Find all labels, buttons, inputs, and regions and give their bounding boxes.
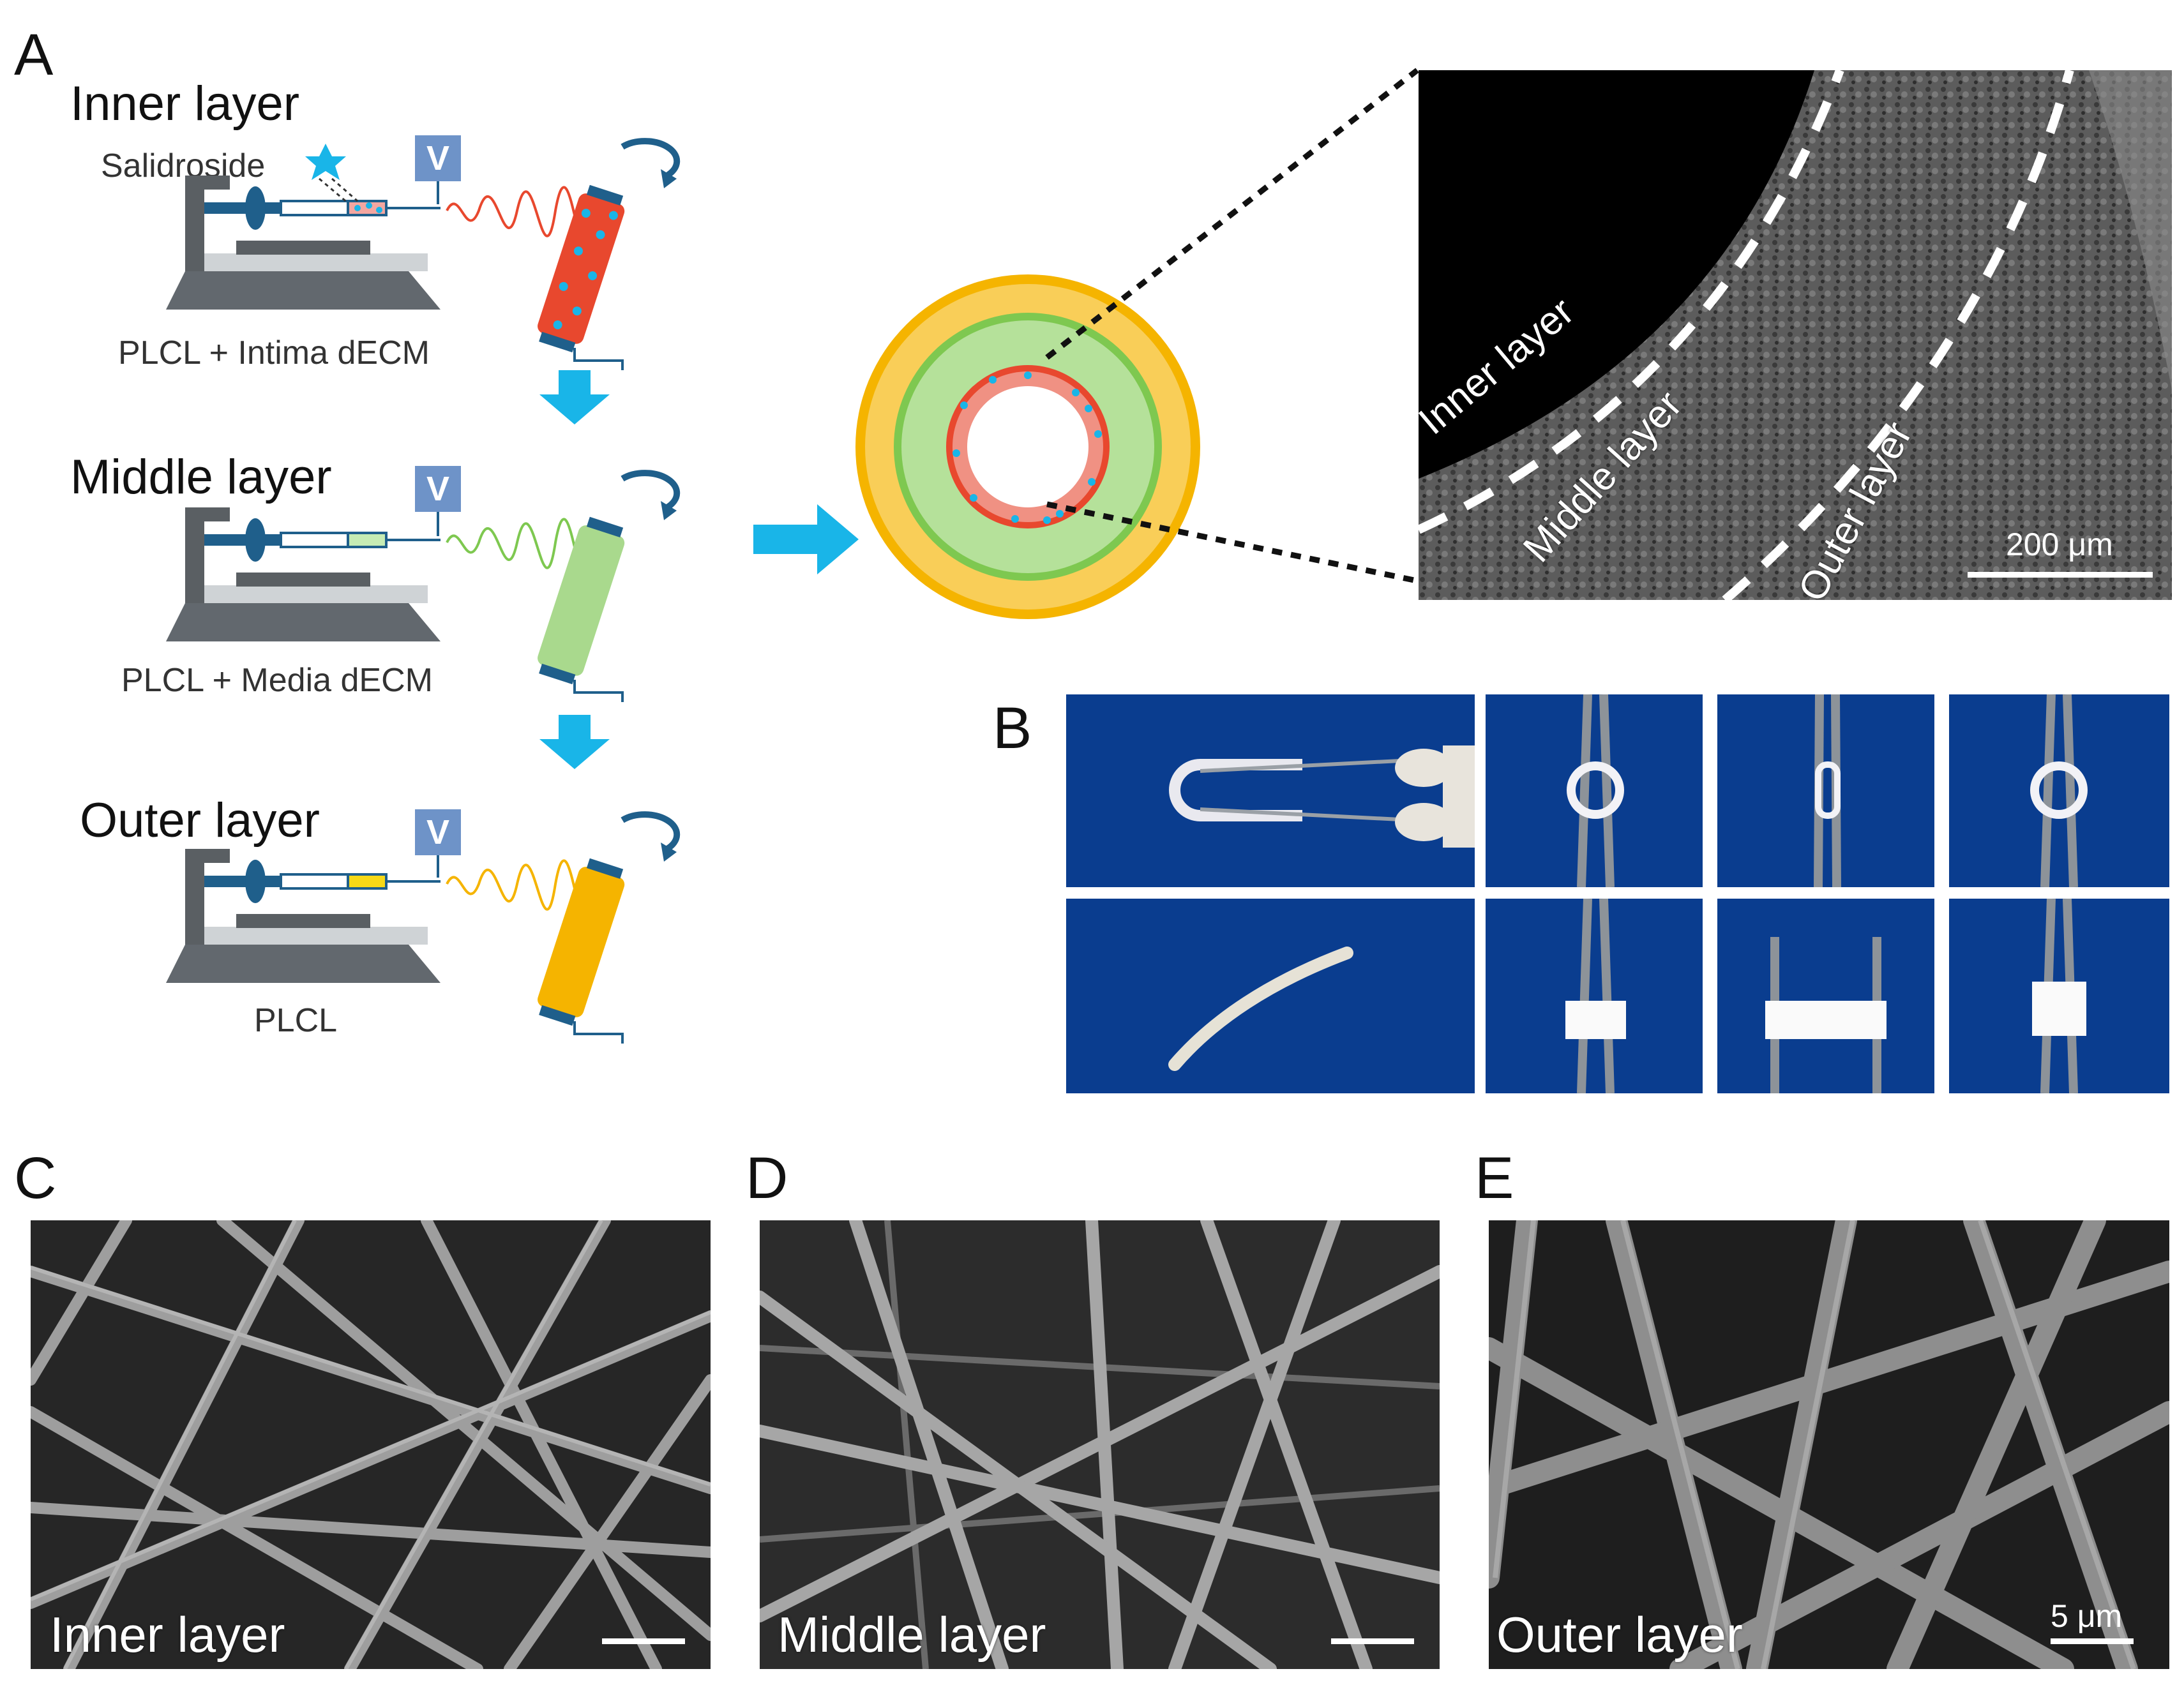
photo-ring-compressed: [1717, 694, 1934, 887]
photo-graft-bent-tweezers: [1066, 694, 1475, 887]
zoom-lines: [1045, 68, 1419, 584]
sem-label-inner-c: Inner layer: [50, 1606, 285, 1663]
down-arrow-icon: [539, 370, 610, 424]
panel-label-c: C: [14, 1146, 57, 1211]
collector-middle: [538, 516, 625, 685]
salidroside-label: Salidroside: [101, 147, 266, 184]
photo-ring-recovered: [1949, 694, 2169, 887]
sem-label-outer-e: Outer layer: [1496, 1606, 1743, 1663]
voltage-symbol: V: [426, 470, 450, 508]
collector-outer: [538, 858, 625, 1026]
collector-inner: [538, 184, 625, 353]
inner-caption: PLCL + Intima dECM: [118, 334, 430, 371]
spinner-machine-inner: [165, 174, 442, 311]
right-arrow-icon: [753, 504, 859, 574]
panel-label-d: D: [746, 1146, 788, 1211]
voltage-box-inner: V: [415, 135, 461, 181]
spinner-machine-outer: [165, 848, 442, 984]
photo-graft-tube: [1066, 899, 1475, 1093]
salidroside-star-icon: [305, 144, 346, 180]
photo-tube-held-3: [1949, 899, 2169, 1093]
inner-layer-title: Inner layer: [70, 77, 300, 131]
scale-label: 200 μm: [2006, 527, 2113, 562]
rotate-arrow-icon: [621, 470, 681, 511]
middle-layer-title: Middle layer: [70, 450, 332, 504]
photo-tube-held-2: [1717, 899, 1934, 1093]
voltage-box-outer: V: [415, 809, 461, 855]
cross-section-sem-image: Inner layer Middle layer Outer layer 200…: [1419, 70, 2172, 600]
panel-label-e: E: [1475, 1146, 1514, 1211]
sem-image-inner: Inner layer: [31, 1220, 711, 1669]
sem-image-middle: Middle layer: [760, 1220, 1440, 1669]
photo-ring-open: [1486, 694, 1703, 887]
panel-label-b: B: [993, 696, 1032, 761]
scale-bar: [1331, 1638, 1414, 1644]
down-arrow-icon: [539, 715, 610, 769]
electrospinning-schematic: [165, 138, 681, 1044]
photo-tube-held-1: [1486, 899, 1703, 1093]
middle-caption: PLCL + Media dECM: [121, 662, 433, 699]
voltage-symbol: V: [426, 813, 450, 851]
voltage-symbol: V: [426, 139, 450, 177]
scale-label: 5 μm: [2051, 1598, 2123, 1634]
voltage-box-middle: V: [415, 466, 461, 512]
scale-bar: [1968, 572, 2153, 578]
outer-layer-title: Outer layer: [80, 793, 320, 848]
scale-bar: [602, 1638, 685, 1644]
graft-cross-section-schematic: [855, 274, 1200, 619]
scale-bar: [2051, 1638, 2134, 1644]
rotate-arrow-icon: [621, 811, 681, 852]
rotate-arrow-icon: [621, 138, 681, 179]
sem-label-middle-d: Middle layer: [778, 1606, 1046, 1663]
panel-label-a: A: [14, 22, 54, 87]
sem-image-outer: Outer layer 5 μm: [1489, 1220, 2169, 1669]
spinner-machine-middle: [165, 506, 442, 643]
outer-caption: PLCL: [254, 1002, 338, 1039]
